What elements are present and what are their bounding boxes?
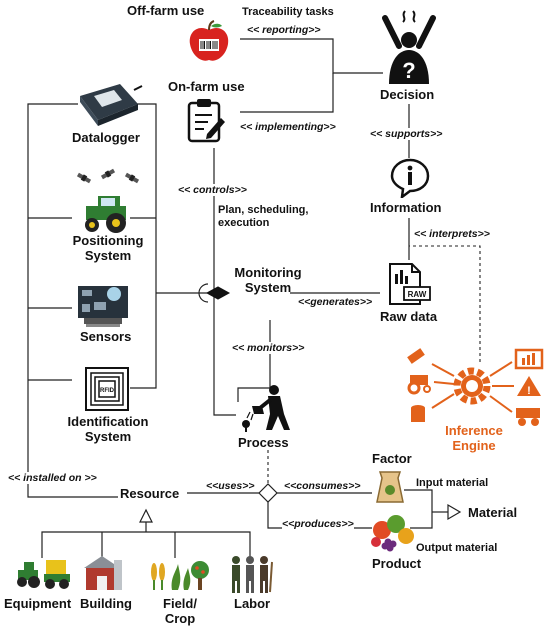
raw-data-label: Raw data	[380, 309, 438, 324]
labor-icon	[232, 556, 273, 593]
factor-label: Factor	[372, 451, 412, 466]
material-generalization-arrow	[447, 503, 462, 521]
supports-relation: << supports>>	[370, 128, 443, 140]
datalogger-icon	[80, 84, 143, 126]
plan-scheduling-label: Plan, scheduling, execution	[218, 204, 309, 229]
farmer-watering-icon	[242, 385, 290, 432]
datalogger-label: Datalogger	[72, 130, 140, 145]
equipment-icon	[17, 560, 70, 589]
uses-diamond	[258, 483, 278, 503]
building-icon	[84, 556, 122, 590]
resource-label: Resource	[120, 486, 180, 501]
monitoring-system-label: Monitoring System	[234, 265, 302, 295]
product-label: Product	[372, 556, 422, 571]
on-farm-use-label: On-farm use	[168, 79, 245, 94]
rfid-tag-icon: RFID	[85, 367, 129, 411]
information-label: Information	[370, 200, 442, 215]
produces-relation: <<produces>>	[282, 518, 354, 530]
identification-system-label: Identification System	[67, 414, 149, 444]
svg-text:?: ?	[402, 58, 415, 83]
decision-person-icon: ?	[382, 10, 436, 84]
clipboard-icon	[187, 99, 225, 143]
consumes-relation: <<consumes>>	[284, 480, 361, 492]
input-material-label: Input material	[416, 477, 489, 489]
raw-tag: RAW	[408, 290, 427, 299]
implementing-relation: << implementing>>	[240, 121, 336, 133]
inference-gear-icon: !	[407, 348, 544, 426]
interprets-relation: << interprets>>	[414, 228, 490, 240]
off-farm-use-label: Off-farm use	[127, 3, 205, 18]
rfid-tag-text: RFID	[100, 388, 115, 394]
sensor-board-icon	[78, 286, 128, 327]
uses-relation: <<uses>>	[206, 480, 255, 492]
installed-on-relation: << installed on >>	[8, 472, 97, 484]
produce-basket-icon	[371, 515, 414, 552]
material-label: Material	[468, 505, 518, 520]
labor-label: Labor	[234, 596, 271, 611]
satellite-tractor-icon	[76, 168, 140, 233]
controls-relation: << controls>>	[178, 184, 247, 196]
positioning-system-label: Positioning System	[72, 233, 144, 263]
inference-engine-label: Inference Engine	[445, 423, 503, 453]
equipment-label: Equipment	[4, 596, 72, 611]
info-icon	[390, 158, 430, 198]
monitors-relation: << monitors>>	[232, 342, 305, 354]
seed-bag-icon	[376, 471, 404, 503]
raw-data-file-icon: RAW	[389, 263, 431, 305]
generates-relation: <<generates>>	[298, 296, 373, 308]
reporting-relation: << reporting>>	[247, 24, 321, 36]
output-material-label: Output material	[416, 542, 498, 554]
resource-generalization-arrow	[139, 508, 153, 523]
field-crop-icon	[151, 561, 209, 590]
process-label: Process	[238, 435, 289, 450]
building-label: Building	[80, 596, 132, 611]
apple-barcode-icon	[189, 20, 229, 61]
decision-label: Decision	[380, 87, 435, 102]
monitoring-junction	[198, 283, 209, 303]
sensors-label: Sensors	[80, 329, 132, 344]
field-crop-label: Field/ Crop	[163, 596, 197, 626]
svg-text:!: !	[527, 385, 531, 397]
traceability-tasks-label: Traceability tasks	[242, 6, 334, 18]
monitoring-aggregation-diamond	[205, 286, 231, 300]
